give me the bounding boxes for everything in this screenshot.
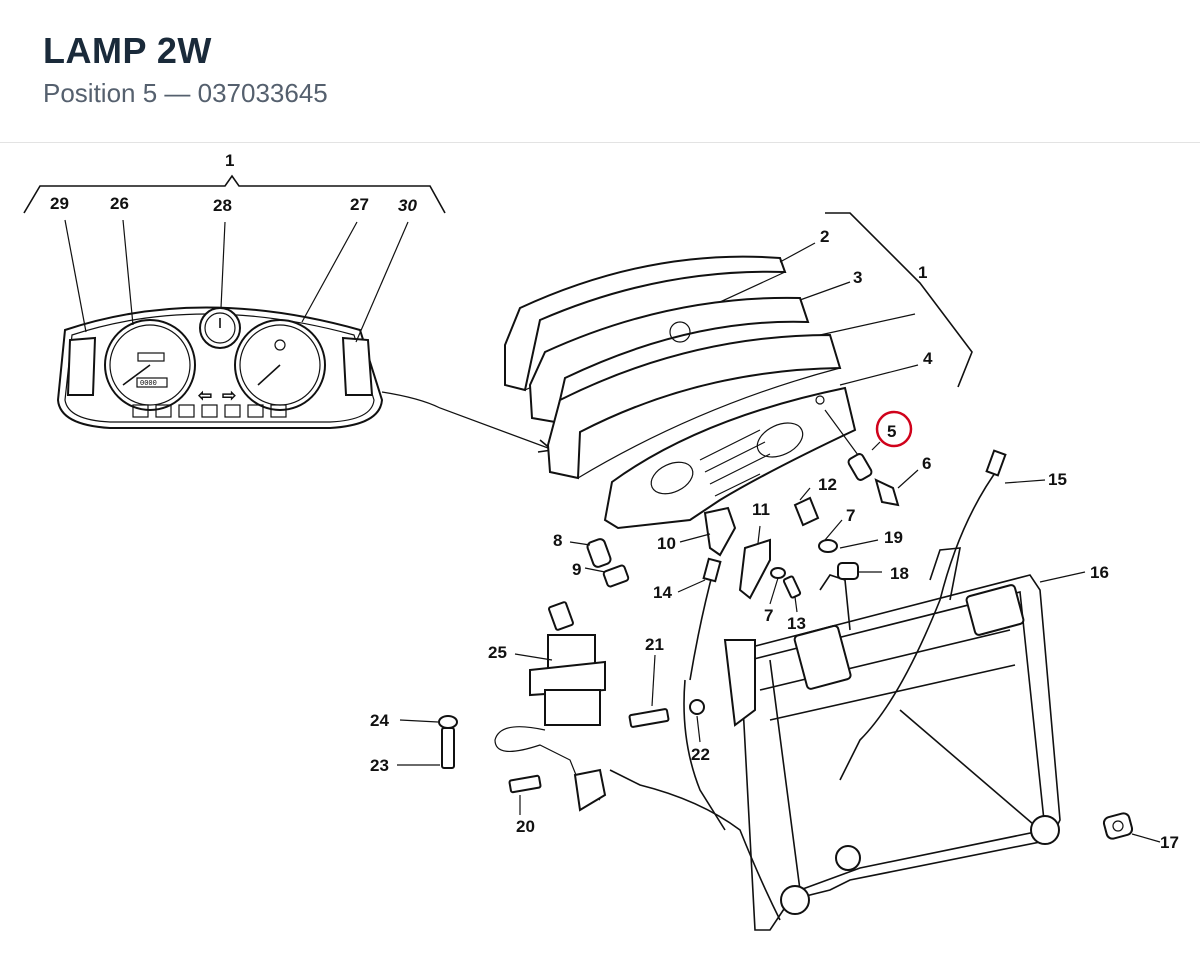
cables-group	[677, 449, 1046, 831]
label-19: 19	[884, 528, 903, 547]
highlight-circle-5	[875, 410, 913, 448]
label-23: 23	[370, 756, 389, 775]
part-20-bolt	[508, 774, 542, 794]
instrument-cluster-front-view: 0000 ⇦ ⇨	[23, 174, 554, 453]
view-arrow	[381, 391, 549, 449]
part-18-nut	[837, 562, 859, 580]
ignition-key	[548, 601, 574, 631]
label-17: 17	[1160, 833, 1179, 852]
label-29: 29	[50, 194, 69, 213]
part-12-screw	[793, 496, 820, 527]
label-13: 13	[787, 614, 806, 633]
odometer-readout: 0000	[140, 380, 157, 388]
label-1-right: 1	[918, 263, 927, 282]
label-1-top: 1	[225, 151, 234, 170]
part-8-bulb	[586, 538, 612, 568]
label-6: 6	[922, 454, 931, 473]
speedometer-needle	[122, 364, 151, 386]
part-21-screw	[628, 708, 670, 728]
part-7-washer	[770, 567, 786, 579]
label-22: 22	[691, 745, 710, 764]
part-11-bracket	[738, 538, 771, 600]
label-15: 15	[1048, 470, 1067, 489]
fasteners-group	[569, 487, 882, 613]
label-3: 3	[853, 268, 862, 287]
part-5-lamp-bulb	[847, 453, 873, 481]
label-9: 9	[572, 560, 581, 579]
label-30: 30	[398, 196, 417, 215]
label-5-highlighted: 5	[887, 422, 896, 441]
part-10-cable-fitting	[703, 506, 737, 557]
callout-labels: 1 29 26 28 27 30 2 3 1 4 5 6 12 7 19 18 …	[50, 151, 1179, 852]
turn-right-indicator-icon: ⇨	[222, 386, 236, 405]
lamp-bulb-assembly	[824, 409, 919, 507]
label-14: 14	[653, 583, 672, 602]
part-9-holder	[602, 564, 630, 588]
label-2: 2	[820, 227, 829, 246]
label-10: 10	[657, 534, 676, 553]
label-16: 16	[1090, 563, 1109, 582]
bolts-left	[397, 654, 705, 815]
group-bracket-1	[23, 174, 446, 214]
part-19-washer	[818, 539, 838, 553]
part-22-grommet	[689, 699, 705, 715]
tachometer-needle	[257, 364, 281, 386]
turn-left-indicator-icon: ⇦	[197, 386, 212, 405]
part-4-back-plate	[603, 386, 857, 530]
label-21: 21	[645, 635, 664, 654]
exploded-parts-diagram: 0000 ⇦ ⇨	[23, 151, 1179, 931]
label-7-lower: 7	[764, 606, 773, 625]
label-24: 24	[370, 711, 389, 730]
right-warning-panel	[341, 336, 374, 396]
left-warning-panel	[66, 336, 97, 396]
warning-lights-row	[132, 404, 287, 418]
part-17-nut	[1102, 812, 1161, 843]
label-11: 11	[752, 500, 770, 519]
part-24-washer	[438, 715, 458, 729]
page-title: LAMP 2W	[43, 30, 212, 71]
part-23-bolt	[441, 727, 455, 769]
label-4: 4	[923, 349, 933, 368]
part-16-frame-bracket	[609, 547, 1086, 931]
part-22-cable	[683, 679, 726, 831]
label-7-right: 7	[846, 506, 855, 525]
label-25: 25	[488, 643, 507, 662]
page-header: LAMP 2W Position 5 — 037033645	[0, 0, 1200, 143]
label-26: 26	[110, 194, 129, 213]
label-28: 28	[213, 196, 232, 215]
group-bracket-1-right	[825, 212, 973, 388]
label-12: 12	[818, 475, 837, 494]
label-18: 18	[890, 564, 909, 583]
part-6-bulb-holder	[874, 478, 900, 507]
part-13-screw	[782, 575, 802, 599]
page-subtitle: Position 5 — 037033645	[43, 78, 328, 108]
part-15-cable	[839, 465, 1001, 781]
dashboard-exploded-view	[504, 212, 973, 530]
ignition-switch-assembly	[494, 601, 607, 812]
label-8: 8	[553, 531, 562, 550]
label-20: 20	[516, 817, 535, 836]
label-27: 27	[350, 195, 369, 214]
